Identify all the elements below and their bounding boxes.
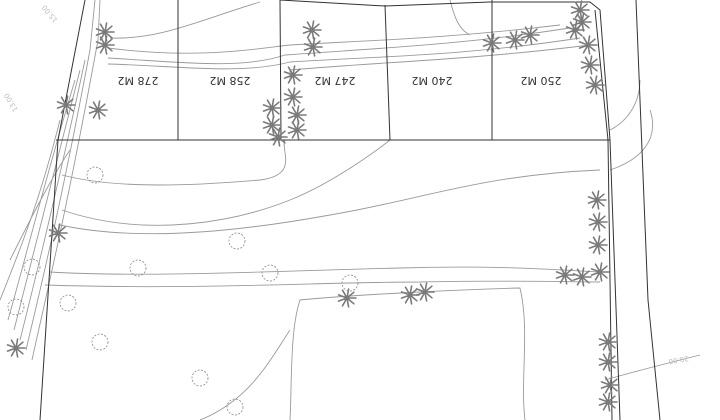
shrub-icon — [23, 258, 41, 276]
palm-tree-icon — [505, 30, 525, 50]
contour-lines — [0, 0, 701, 420]
palm-tree-icon — [555, 265, 575, 285]
shrub-icon — [226, 398, 244, 416]
lot-label-258: 258 M2 — [210, 74, 251, 87]
palm-tree-icon — [585, 75, 605, 95]
palm-tree-icon — [598, 352, 618, 372]
palm-tree-icon — [590, 262, 610, 282]
contour-label: 20.00 — [668, 354, 689, 365]
palm-tree-icon — [587, 190, 607, 210]
palm-tree-icon — [302, 20, 322, 40]
lot-label-250: 250 M2 — [521, 74, 562, 87]
contour-label: 15.00 — [41, 3, 60, 23]
palm-tree-icon — [578, 35, 598, 55]
palm-tree-icon — [570, 0, 590, 20]
palm-tree-icon — [303, 37, 323, 57]
lot-label-240: 240 M2 — [412, 74, 453, 87]
palm-tree-icon — [95, 35, 115, 55]
palm-tree-icon — [337, 288, 357, 308]
contour-label: 13.00 — [3, 92, 20, 113]
palm-tree-icon — [580, 55, 600, 75]
shrub-icon — [129, 259, 147, 277]
palm-tree-icon — [598, 392, 618, 412]
shrub-icon — [7, 298, 25, 316]
palm-tree-icon — [88, 100, 108, 120]
palm-trees — [6, 0, 620, 412]
lot-boundaries — [39, 0, 661, 420]
shrub-icon — [91, 333, 109, 351]
palm-tree-icon — [287, 120, 307, 140]
palm-tree-icon — [588, 212, 608, 232]
palm-tree-icon — [415, 282, 435, 302]
palm-tree-icon — [565, 20, 585, 40]
palm-tree-icon — [56, 95, 76, 115]
shrub-icon — [191, 369, 209, 387]
palm-tree-icon — [520, 25, 540, 45]
shrub-icon — [341, 274, 359, 292]
palm-tree-icon — [572, 267, 592, 287]
shrub-icon — [86, 166, 104, 184]
lot-labels: 278 M2 258 M2 247 M2 240 M2 250 M2 — [118, 74, 562, 87]
shrubs — [7, 166, 359, 416]
palm-tree-icon — [482, 33, 502, 53]
shrub-icon — [228, 232, 246, 250]
lot-label-247: 247 M2 — [315, 74, 356, 87]
shrub-icon — [261, 264, 279, 282]
palm-tree-icon — [283, 87, 303, 107]
palm-tree-icon — [6, 338, 26, 358]
palm-tree-icon — [262, 98, 282, 118]
palm-tree-icon — [287, 105, 307, 125]
shrub-icon — [59, 294, 77, 312]
palm-tree-icon — [268, 127, 288, 147]
palm-tree-icon — [400, 285, 420, 305]
palm-tree-icon — [283, 65, 303, 85]
palm-tree-icon — [598, 332, 618, 352]
palm-tree-icon — [48, 223, 68, 243]
lot-label-278: 278 M2 — [118, 74, 159, 87]
palm-tree-icon — [588, 235, 608, 255]
palm-tree-icon — [600, 375, 620, 395]
